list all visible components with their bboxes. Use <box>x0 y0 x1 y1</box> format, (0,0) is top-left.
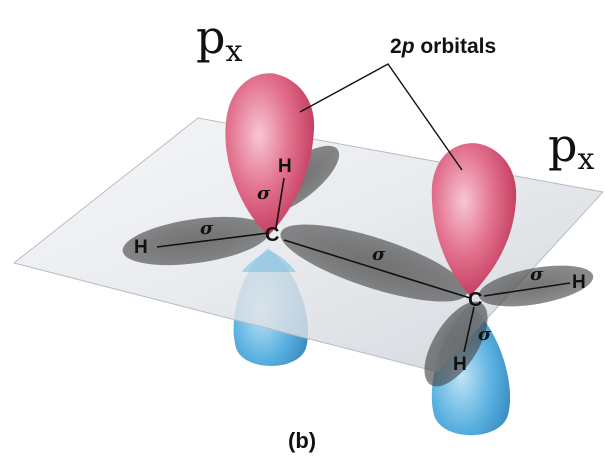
sigma-label-h-left-top: σ <box>257 183 271 204</box>
pointer-lines <box>299 63 463 171</box>
hydrogen-atom-left-side: H <box>134 237 148 258</box>
bond-c-h-left-side <box>156 232 269 248</box>
bond-c-h-right-bottom <box>463 306 475 353</box>
sigma-label-h-right-bottom: σ <box>478 324 492 345</box>
bond-c-h-right-side <box>483 282 571 297</box>
subfigure-label: (b) <box>288 428 317 453</box>
hydrogen-atom-left-top: H <box>278 156 292 177</box>
hydrogen-atom-right-side: H <box>572 272 586 293</box>
px-label-right: px <box>548 118 595 177</box>
bond-c-h-left-top <box>275 177 285 229</box>
sigma-label-h-left-side: σ <box>200 218 214 239</box>
px-label-left: px <box>196 10 243 69</box>
sigma-lobe-h-left-side <box>122 216 270 266</box>
sigma-lobe-h-right-bottom <box>424 301 488 387</box>
carbon-atom-left: C <box>265 224 280 246</box>
bond-c-c <box>283 239 471 299</box>
carbon-atom-right: C <box>468 289 483 311</box>
p-lobe-upper-left <box>225 73 315 236</box>
sigma-label-cc: σ <box>372 244 386 265</box>
orbitals-caption: 2p orbitals <box>390 35 497 58</box>
hydrogen-atom-right-bottom: H <box>453 354 467 375</box>
sigma-lobe-h-right-side <box>478 265 594 307</box>
p-lobe-upper-right <box>431 143 517 296</box>
sigma-label-h-right-side: σ <box>530 264 544 285</box>
